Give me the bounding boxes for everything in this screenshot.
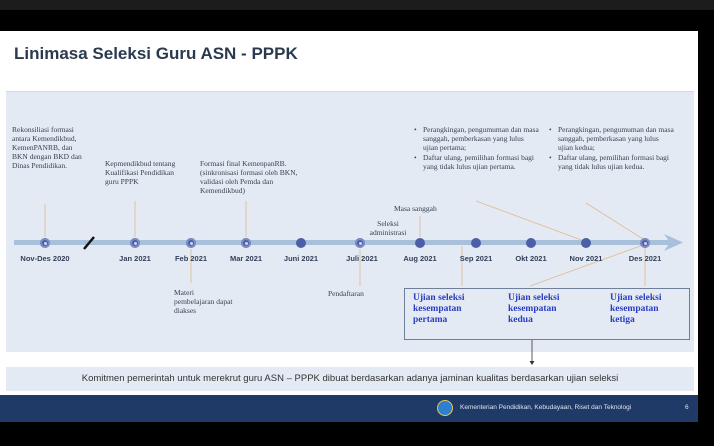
exam-third: Ujian seleksi kesempatan ketiga <box>610 293 662 325</box>
note-after-second-exam: Perangkingan, pengumuman dan masa sangga… <box>549 125 674 172</box>
timeline-node <box>241 238 251 248</box>
month-label: Aug 2021 <box>403 254 437 263</box>
down-arrow-head <box>529 361 535 365</box>
timeline-node <box>40 238 50 248</box>
exam-first: Ujian seleksi kesempatan pertama <box>413 293 465 325</box>
month-label: Mar 2021 <box>229 254 263 263</box>
note-item: Perangkingan, pengumuman dan masa sangga… <box>549 125 674 152</box>
timeline-node <box>355 238 365 248</box>
timeline-node <box>415 238 425 248</box>
note-kepmendikbud: Kepmendikbud tentang Kualifikasi Pendidi… <box>105 159 176 186</box>
month-label: Feb 2021 <box>174 254 208 263</box>
timeline-arrowhead <box>664 234 683 251</box>
commitment-statement: Komitmen pemerintah untuk merekrut guru … <box>6 367 694 391</box>
timeline-node <box>186 238 196 248</box>
month-label: Okt 2021 <box>515 254 547 263</box>
timeline-lines <box>14 200 683 365</box>
timeline-break-mark <box>83 236 95 250</box>
note-item: Daftar ulang, pemilihan formasi bagi yan… <box>414 153 539 171</box>
exam-second: Ujian seleksi kesempatan kedua <box>508 293 560 325</box>
timeline-node <box>581 238 591 248</box>
slide-title: Linimasa Seleksi Guru ASN - PPPK <box>14 44 298 63</box>
month-label: Des 2021 <box>628 254 662 263</box>
note-after-first-exam: Perangkingan, pengumuman dan masa sangga… <box>414 125 539 172</box>
timeline-node <box>130 238 140 248</box>
month-label: Nov-Des 2020 <box>20 254 70 263</box>
note-item: Perangkingan, pengumuman dan masa sangga… <box>414 125 539 152</box>
note-masa-sanggah: Masa sanggah <box>394 204 437 213</box>
timeline-node <box>526 238 536 248</box>
timeline-node <box>640 238 650 248</box>
exam-box: Ujian seleksi kesempatan pertama Ujian s… <box>404 288 690 340</box>
ministry-name: Kementerian Pendidikan, Kebudayaan, Rise… <box>460 404 632 411</box>
slide: Linimasa Seleksi Guru ASN - PPPK Nov-Des… <box>0 31 698 422</box>
note-item: Daftar ulang, pemilihan formasi bagi yan… <box>549 153 674 171</box>
leader-lines <box>44 200 646 287</box>
note-materi: Materi pembelajaran dapat diakses <box>174 288 233 315</box>
month-label: Jan 2021 <box>119 254 151 263</box>
timeline-node <box>296 238 306 248</box>
month-label: Nov 2021 <box>569 254 603 263</box>
month-label: Juli 2021 <box>346 254 378 263</box>
note-formasi: Formasi final KemenpanRB. (sinkronisasi … <box>200 159 298 195</box>
top-band <box>0 0 714 10</box>
timeline-node <box>471 238 481 248</box>
note-seleksi-administrasi: Seleksi administrasi <box>369 219 407 237</box>
ministry-logo-icon <box>437 400 453 416</box>
page-number: 6 <box>685 404 689 411</box>
note-pendaftaran: Pendaftaran <box>328 289 364 298</box>
footer-bar: Kementerian Pendidikan, Kebudayaan, Rise… <box>0 395 698 422</box>
timeline-bar <box>14 240 674 245</box>
month-label: Sep 2021 <box>459 254 493 263</box>
month-label: Juni 2021 <box>283 254 319 263</box>
note-rekonsiliasi: Rekonsiliasi formasi antara Kemendikbud,… <box>12 125 82 170</box>
